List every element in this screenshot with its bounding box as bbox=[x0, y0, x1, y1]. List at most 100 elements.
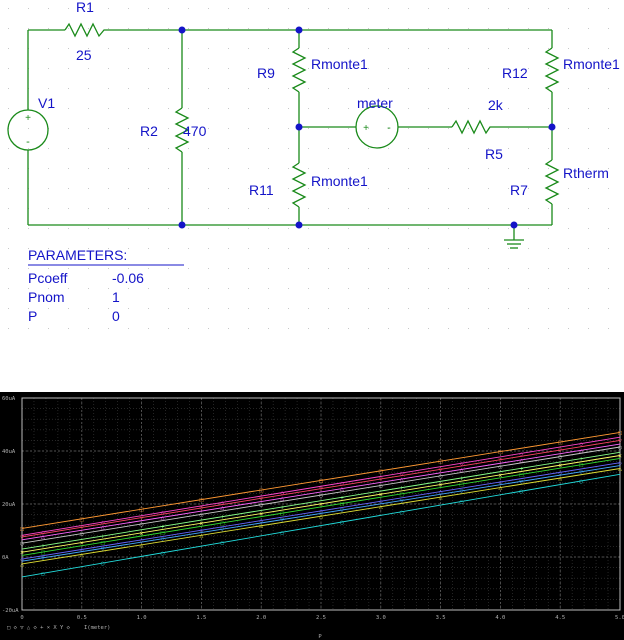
r7-resistor[interactable] bbox=[544, 159, 560, 205]
r9-resistor[interactable] bbox=[291, 47, 307, 93]
series-marker: ○ bbox=[618, 445, 622, 451]
series-marker: ○ bbox=[319, 493, 323, 499]
series-marker: × bbox=[438, 483, 442, 489]
series-marker: ▽ bbox=[340, 508, 344, 514]
x-tick-label: 1.0 bbox=[137, 615, 147, 621]
param-value-p: 0 bbox=[112, 308, 120, 324]
x-tick-label: 0 bbox=[20, 615, 23, 621]
r5-value-label: 2k bbox=[488, 97, 504, 113]
series-marker: ○ bbox=[101, 561, 105, 567]
series-marker: ○ bbox=[80, 532, 84, 538]
param-name-pnom: Pnom bbox=[28, 289, 65, 305]
r9-value-label: Rmonte1 bbox=[311, 56, 368, 72]
series-marker: □ bbox=[618, 430, 623, 436]
series-marker: ◇ bbox=[439, 490, 443, 496]
y-tick-label: 60uA bbox=[2, 396, 16, 402]
series-marker: ◇ bbox=[400, 471, 404, 477]
junction-nodes bbox=[178, 26, 556, 229]
r12-resistor[interactable] bbox=[544, 47, 560, 93]
r5-resistor[interactable] bbox=[451, 119, 492, 135]
series-marker: ▽ bbox=[20, 535, 24, 541]
x-tick-label: 4.0 bbox=[495, 615, 505, 621]
plot-legend[interactable]: □ ◇ ▽ △ ◇ + × X Y ◇ I(meter) bbox=[7, 625, 111, 631]
series-marker: × bbox=[139, 531, 143, 537]
meter-minus-sign: - bbox=[387, 122, 391, 134]
series-marker: + bbox=[160, 524, 164, 530]
series-marker: □ bbox=[139, 507, 144, 513]
x-tick-label: 3.5 bbox=[436, 615, 446, 621]
series-marker: ▽ bbox=[41, 556, 45, 562]
series-marker: ◇ bbox=[558, 470, 562, 476]
series-marker: □ bbox=[558, 440, 563, 446]
series-marker: □ bbox=[160, 531, 165, 537]
series-marker: ▽ bbox=[400, 498, 404, 504]
r1-resistor[interactable] bbox=[64, 22, 108, 38]
series-marker: □ bbox=[100, 540, 105, 546]
series-line bbox=[21, 468, 621, 565]
series-line bbox=[21, 431, 621, 529]
series-marker: ◇ bbox=[220, 500, 224, 506]
series-line bbox=[21, 462, 621, 560]
series-marker: △ bbox=[519, 458, 523, 464]
series-marker: ○ bbox=[379, 484, 383, 490]
r12-name-label: R12 bbox=[502, 65, 528, 81]
series-marker: ▽ bbox=[498, 458, 502, 464]
v1-voltage-source[interactable]: + - bbox=[7, 109, 49, 151]
series-line bbox=[21, 446, 621, 544]
meter-name-label: meter bbox=[357, 95, 393, 111]
series-marker: ◇ bbox=[618, 461, 622, 467]
series-marker: △ bbox=[199, 533, 203, 539]
x-tick-label: 5.0 bbox=[615, 615, 624, 621]
series-marker: □ bbox=[319, 478, 324, 484]
parameters-block[interactable]: PARAMETERS: Pcoeff -0.06 Pnom 1 P 0 bbox=[28, 247, 184, 324]
param-value-pnom: 1 bbox=[112, 289, 120, 305]
r9-name-label: R9 bbox=[257, 65, 275, 81]
series-marker: △ bbox=[618, 466, 622, 472]
r2-resistor[interactable] bbox=[174, 107, 190, 153]
r11-resistor[interactable] bbox=[291, 162, 307, 208]
series-marker: △ bbox=[101, 525, 105, 531]
series-marker: ○ bbox=[259, 503, 263, 509]
series-marker: ○ bbox=[220, 541, 224, 547]
series-marker: ◇ bbox=[319, 509, 323, 515]
series-marker: ○ bbox=[400, 510, 404, 516]
series-marker: △ bbox=[41, 534, 45, 540]
series-marker: □ bbox=[459, 482, 464, 488]
x-tick-label: 3.0 bbox=[376, 615, 386, 621]
series-marker: ◇ bbox=[161, 510, 165, 516]
simulation-plot[interactable]: □□□□□□□□□□□◇◇◇◇◇◇◇◇◇◇▽▽▽▽▽▽▽▽▽▽▽△△△△△△△△… bbox=[0, 392, 624, 640]
x-tick-label: 4.5 bbox=[555, 615, 565, 621]
series-marker: × bbox=[319, 502, 323, 508]
series-marker: + bbox=[340, 495, 344, 501]
meter-voltage-source[interactable]: + - bbox=[355, 105, 399, 149]
series-marker: + bbox=[519, 466, 523, 472]
series-marker: ○ bbox=[519, 489, 523, 495]
r11-name-label: R11 bbox=[249, 182, 274, 198]
circuit-schematic: + - + - R1 25 R2 470 R9 Rmonte1 R11 Rmon… bbox=[7, 0, 620, 329]
series-marker: ◇ bbox=[140, 538, 144, 544]
r11-value-label: Rmonte1 bbox=[311, 173, 368, 189]
legend-trace-label: I(meter) bbox=[84, 625, 111, 631]
series-line bbox=[21, 457, 621, 556]
series-marker: △ bbox=[439, 495, 443, 501]
series-line bbox=[21, 443, 621, 541]
series-line bbox=[21, 436, 621, 536]
x-tick-label: 2.0 bbox=[256, 615, 266, 621]
series-marker: × bbox=[199, 521, 203, 527]
series-marker: □ bbox=[378, 469, 383, 475]
series-line bbox=[21, 439, 621, 538]
series-marker: ▽ bbox=[558, 448, 562, 454]
series-marker: ▽ bbox=[80, 525, 84, 531]
series-marker: ○ bbox=[459, 499, 463, 505]
series-marker: △ bbox=[558, 476, 562, 482]
x-tick-label: 0.5 bbox=[77, 615, 87, 621]
series-marker: □ bbox=[280, 511, 285, 517]
simulation-plot-window[interactable]: □□□□□□□□□□□◇◇◇◇◇◇◇◇◇◇▽▽▽▽▽▽▽▽▽▽▽△△△△△△△△… bbox=[0, 392, 624, 640]
series-marker: ▽ bbox=[280, 518, 284, 524]
series-marker: × bbox=[80, 541, 84, 547]
series-marker: □ bbox=[259, 488, 264, 494]
series-marker: ◇ bbox=[20, 557, 24, 563]
series-marker: □ bbox=[399, 492, 404, 498]
series-marker: ▽ bbox=[101, 546, 105, 552]
